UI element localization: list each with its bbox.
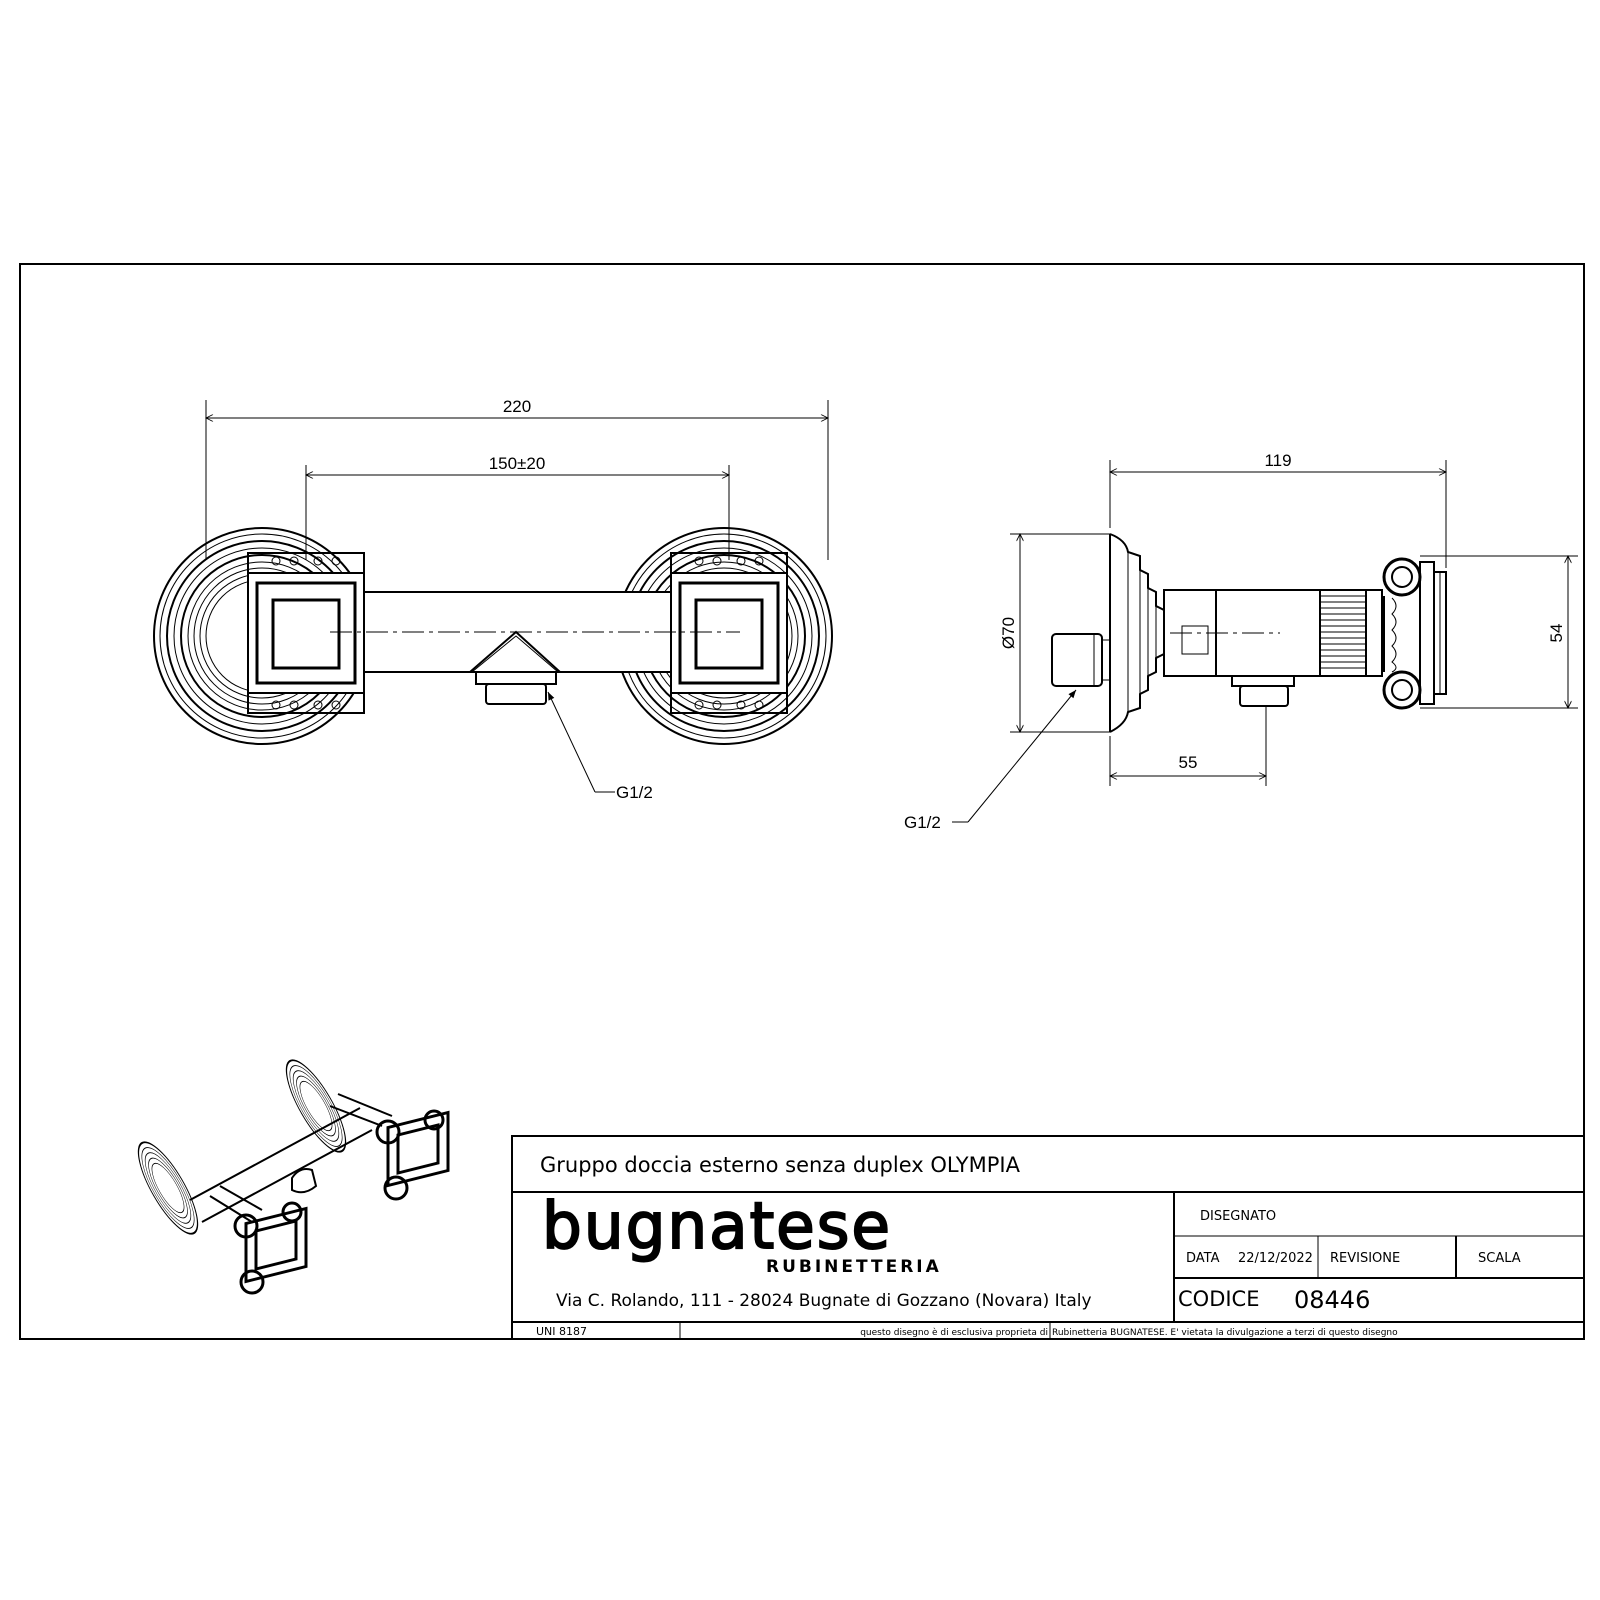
dimension-150: 150±20 [306,454,729,560]
leader-outlet: G1/2 [547,691,653,802]
disclaimer-part-a: questo disegno è di esclusiva proprieta … [860,1327,1048,1338]
dimension-220: 220 [206,397,828,560]
leader-inlet: G1/2 [904,689,1077,832]
left-handle [247,552,365,714]
drawing-title: Gruppo doccia esterno senza duplex OLYMP… [540,1153,1021,1177]
date-value: 22/12/2022 [1238,1251,1313,1266]
date-label: DATA [1186,1251,1220,1266]
company-address: Via C. Rolando, 111 - 28024 Bugnate di G… [556,1291,1092,1311]
code-value: 08446 [1294,1286,1370,1314]
dim-height-text: 54 [1547,624,1566,643]
dim-outlet-text: 55 [1179,753,1198,772]
brand-logo: bugnatese [542,1190,892,1264]
scale-label: SCALA [1478,1251,1521,1266]
outlet-thread-label: G1/2 [616,783,653,802]
side-body [1163,589,1383,707]
drawn-label: DISEGNATO [1200,1209,1276,1224]
side-view: 119 Ø70 54 55 G1/2 [904,451,1578,832]
inlet-thread-label: G1/2 [904,813,941,832]
dimension-55: 55 [1110,706,1266,786]
side-inlet [1051,633,1111,687]
isometric-view [137,1059,450,1295]
dimension-diameter: Ø70 [999,534,1110,732]
brand-subtitle: RUBINETTERIA [766,1257,942,1277]
dimension-119: 119 [1110,451,1446,568]
side-rosette [1109,533,1165,733]
title-block: Gruppo doccia esterno senza duplex OLYMP… [511,1135,1585,1340]
side-handle [1382,557,1447,710]
revision-label: REVISIONE [1330,1251,1400,1266]
disclaimer-part-b: Rubinetteria BUGNATESE. E' vietata la di… [1052,1328,1398,1338]
dim-depth-text: 119 [1264,451,1291,470]
standard-label: UNI 8187 [536,1325,587,1338]
dim-overall-text: 220 [503,397,531,416]
right-handle [670,552,788,714]
drawing-frame [19,263,1585,1340]
code-label: CODICE [1178,1287,1260,1311]
dimension-54: 54 [1420,556,1578,708]
front-view: 220 150±20 G1/2 [153,397,833,802]
dim-centers-text: 150±20 [489,454,546,473]
dim-diameter-text: Ø70 [999,617,1018,649]
outlet-fitting [467,630,563,705]
